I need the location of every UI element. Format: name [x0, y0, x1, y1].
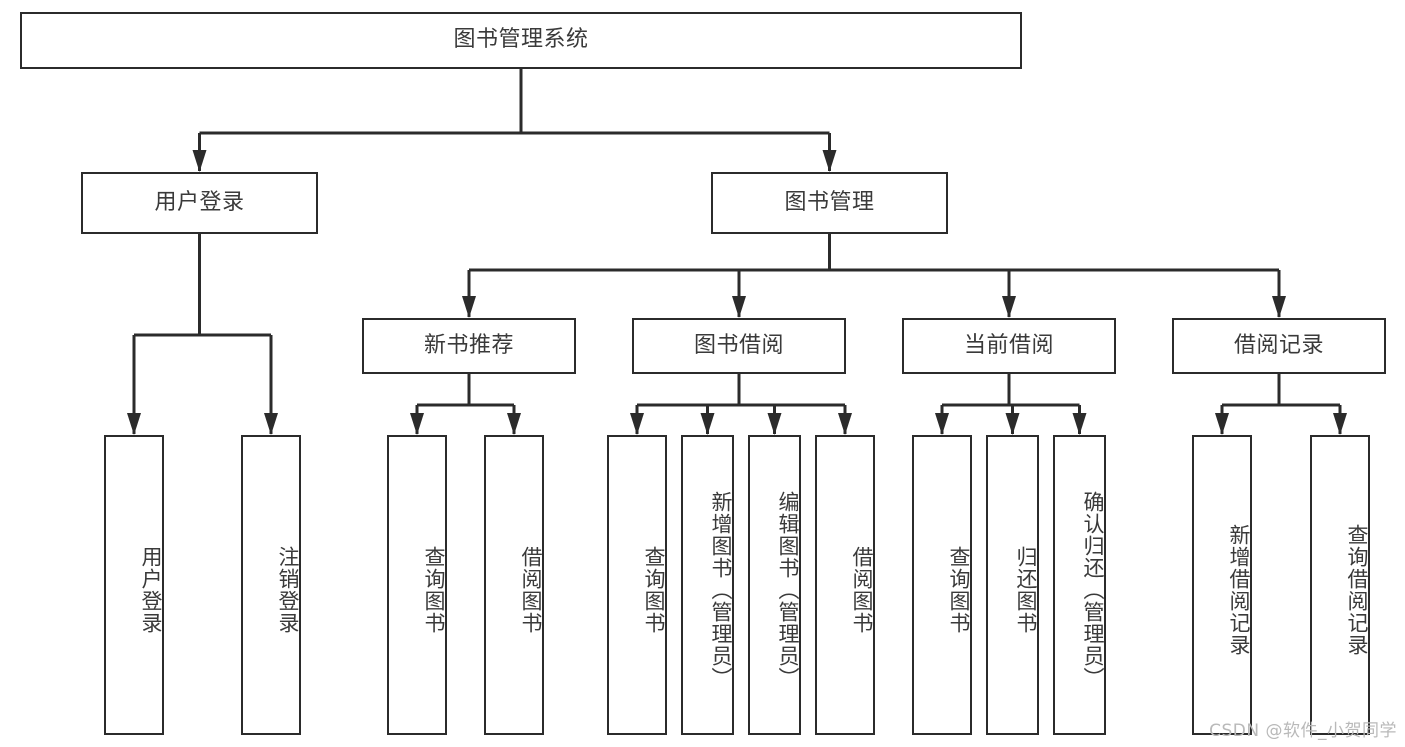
leaf-user-login-label: 用户登录: [139, 546, 163, 634]
leaf-logout[interactable]: 注销登录: [241, 435, 301, 735]
node-book-borrow[interactable]: 图书借阅: [632, 318, 846, 374]
node-user-login-label: 用户登录: [154, 189, 245, 215]
leaf-logout-label: 注销登录: [276, 546, 300, 634]
leaf-query-borrow-record-label: 查询借阅记录: [1345, 524, 1369, 656]
leaf-confirm-return-admin-label: 确认归还（管理员）: [1081, 491, 1105, 689]
node-current-borrow[interactable]: 当前借阅: [902, 318, 1116, 374]
node-book-management-label: 图书管理: [784, 189, 875, 215]
node-borrow-record-label: 借阅记录: [1233, 332, 1324, 358]
node-book-management[interactable]: 图书管理: [711, 172, 948, 234]
node-root-label: 图书管理系统: [453, 27, 589, 53]
leaf-query-book-new-label: 查询图书: [422, 546, 446, 634]
leaf-add-book-admin[interactable]: 新增图书（管理员）: [681, 435, 734, 735]
leaf-query-book-new[interactable]: 查询图书: [387, 435, 447, 735]
leaf-borrow-book-new-label: 借阅图书: [519, 546, 543, 634]
leaf-borrow-book-new[interactable]: 借阅图书: [484, 435, 544, 735]
node-current-borrow-label: 当前借阅: [963, 332, 1054, 358]
leaf-add-borrow-record[interactable]: 新增借阅记录: [1192, 435, 1252, 735]
leaf-return-book-label: 归还图书: [1014, 546, 1038, 634]
leaf-query-borrow-record[interactable]: 查询借阅记录: [1310, 435, 1370, 735]
leaf-borrow-book[interactable]: 借阅图书: [815, 435, 875, 735]
leaf-edit-book-admin[interactable]: 编辑图书（管理员）: [748, 435, 801, 735]
node-new-book-recommend[interactable]: 新书推荐: [362, 318, 576, 374]
leaf-borrow-book-label: 借阅图书: [850, 546, 874, 634]
leaf-confirm-return-admin[interactable]: 确认归还（管理员）: [1053, 435, 1106, 735]
leaf-user-login[interactable]: 用户登录: [104, 435, 164, 735]
node-root[interactable]: 图书管理系统: [20, 12, 1022, 69]
leaf-return-book[interactable]: 归还图书: [986, 435, 1039, 735]
leaf-query-book-borrow[interactable]: 查询图书: [607, 435, 667, 735]
leaf-add-borrow-record-label: 新增借阅记录: [1227, 524, 1251, 656]
node-book-borrow-label: 图书借阅: [693, 332, 784, 358]
leaf-add-book-admin-label: 新增图书（管理员）: [709, 491, 733, 689]
leaf-query-book-current[interactable]: 查询图书: [912, 435, 972, 735]
leaf-query-book-current-label: 查询图书: [947, 546, 971, 634]
node-new-book-recommend-label: 新书推荐: [423, 332, 514, 358]
leaf-edit-book-admin-label: 编辑图书（管理员）: [776, 491, 800, 689]
leaf-query-book-borrow-label: 查询图书: [642, 546, 666, 634]
node-user-login[interactable]: 用户登录: [81, 172, 318, 234]
node-borrow-record[interactable]: 借阅记录: [1172, 318, 1386, 374]
